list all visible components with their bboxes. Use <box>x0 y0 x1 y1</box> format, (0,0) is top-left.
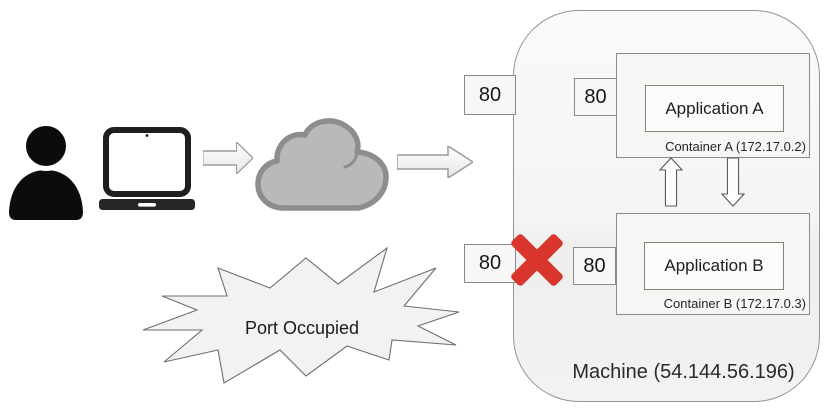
container-a-port-box: 80 <box>574 78 617 116</box>
machine-label: Machine (54.144.56.196) <box>572 361 795 383</box>
arrow-right-icon <box>397 146 473 178</box>
port-occupied-label: Port Occupied <box>244 318 360 338</box>
application-a-label: Application A <box>665 98 764 118</box>
container-b-box: Application B Container B (172.17.0.3) <box>616 213 810 315</box>
error-cross-icon <box>511 234 563 286</box>
cloud-icon <box>255 118 389 211</box>
arrow-right-icon <box>203 142 253 174</box>
container-b-label: Container B (172.17.0.3) <box>663 296 806 311</box>
application-b-label: Application B <box>664 256 764 275</box>
container-a-box: Application A Container A (172.17.0.2) <box>616 53 810 158</box>
arrow-down-icon <box>721 157 745 207</box>
host-port-b-box: 80 <box>464 244 516 283</box>
laptop-icon <box>99 127 195 210</box>
arrow-up-icon <box>659 157 683 207</box>
application-b-box: Application B <box>644 242 784 290</box>
application-a-box: Application A <box>645 85 784 132</box>
machine-box: Application A Container A (172.17.0.2) A… <box>513 10 820 402</box>
port-occupied-burst <box>142 246 460 384</box>
container-b-port-box: 80 <box>573 247 616 285</box>
user-icon <box>9 121 83 220</box>
container-a-label: Container A (172.17.0.2) <box>665 139 806 154</box>
host-port-a-box: 80 <box>464 75 516 115</box>
